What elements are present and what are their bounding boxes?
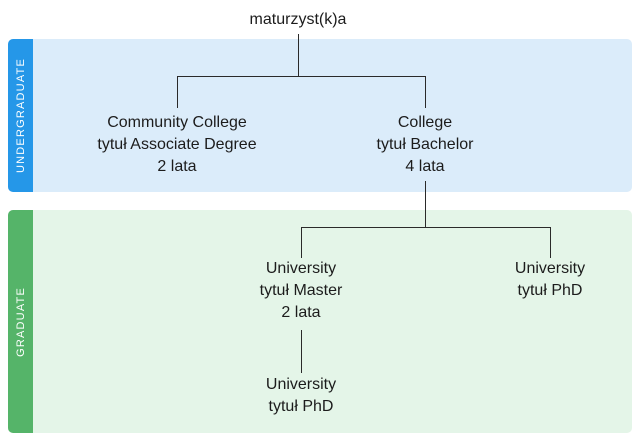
graduate-tab: GRADUATE <box>8 210 33 433</box>
node-university-phd-bottom: University tytuł PhD <box>266 374 336 418</box>
node-line-duration: 2 lata <box>157 158 197 175</box>
node-community-college: Community College tytuł Associate Degree… <box>97 112 256 178</box>
graduate-band: GRADUATE <box>8 210 632 433</box>
node-line-degree: tytuł Bachelor <box>376 136 474 153</box>
connector-master-stem <box>301 330 302 373</box>
node-line-name: University <box>265 260 337 277</box>
node-line-duration: 2 lata <box>281 304 321 321</box>
undergraduate-tab-label: UNDERGRADUATE <box>14 57 27 173</box>
node-line-duration: 4 lata <box>405 158 445 175</box>
node-line-name: College <box>397 114 453 131</box>
diagram-title: maturzyst(k)a <box>249 11 347 28</box>
node-line-name: University <box>514 260 586 277</box>
connector-community-college-drop <box>177 76 178 108</box>
connector-college-drop <box>425 76 426 108</box>
node-line-degree: tytuł PhD <box>268 398 334 415</box>
node-line-degree: tytuł Master <box>259 282 343 299</box>
node-university-master: University tytuł Master 2 lata <box>260 258 343 324</box>
connector-college-stem <box>425 181 426 227</box>
connector-graduate-branch <box>301 227 551 228</box>
node-university-phd-right: University tytuł PhD <box>515 258 585 302</box>
connector-phd-drop <box>550 227 551 258</box>
connector-undergraduate-branch <box>177 76 426 77</box>
node-line-name: University <box>265 376 337 393</box>
undergraduate-band: UNDERGRADUATE <box>8 39 632 192</box>
connector-root-stem <box>298 34 299 76</box>
node-line-name: Community College <box>107 114 247 131</box>
node-line-degree: tytuł Associate Degree <box>97 136 257 153</box>
undergraduate-tab: UNDERGRADUATE <box>8 39 33 192</box>
node-college: College tytuł Bachelor 4 lata <box>377 112 474 178</box>
connector-master-drop <box>301 227 302 258</box>
graduate-tab-label: GRADUATE <box>14 286 27 357</box>
node-line-degree: tytuł PhD <box>517 282 583 299</box>
